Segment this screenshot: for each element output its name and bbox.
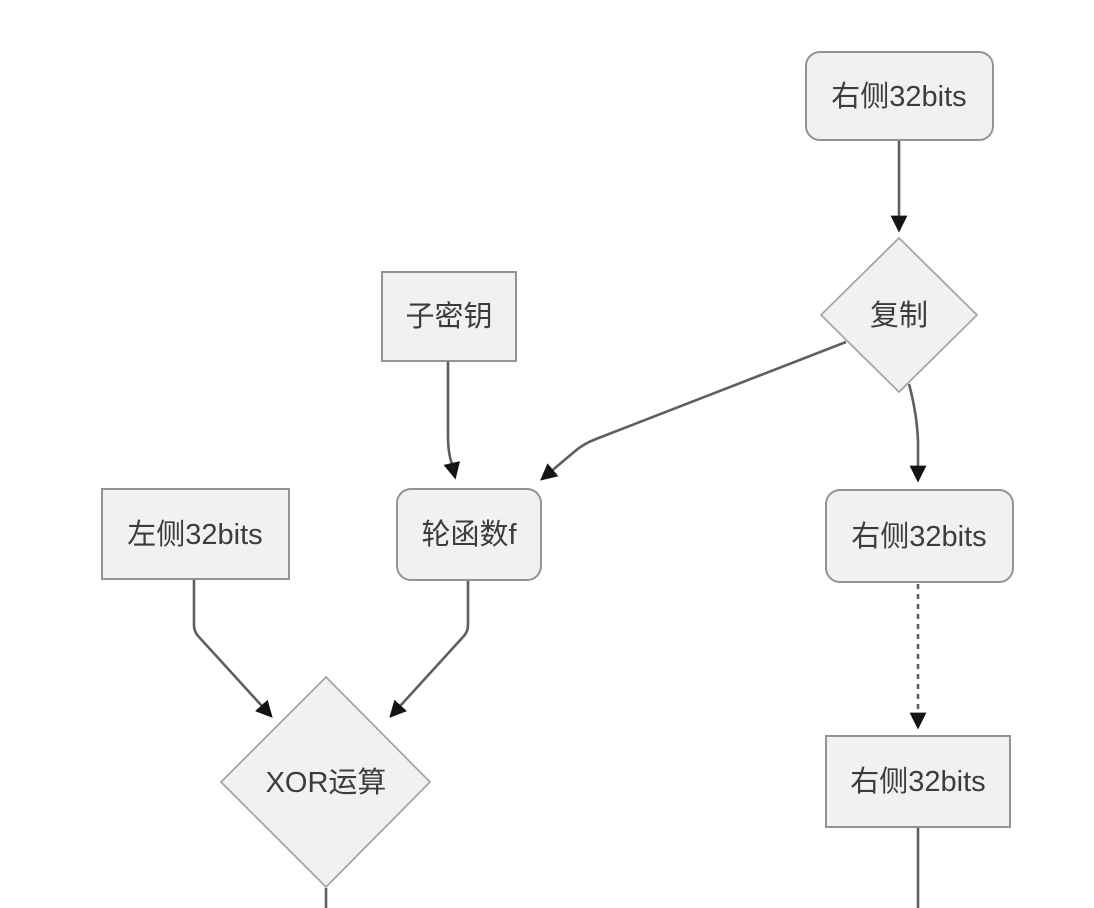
- node-subkey-shape: [381, 271, 517, 362]
- node-right32-top-label: 右侧32bits: [831, 80, 966, 113]
- edge-subkey-to-roundfunction: [443, 361, 461, 480]
- node-copy-diamond: 复制: [819, 236, 979, 394]
- edge-layer: [192, 141, 927, 908]
- node-copy-shape: [819, 236, 979, 394]
- node-right32-bottom: 右侧32bits: [825, 735, 1011, 828]
- node-round-function-label: 轮函数f: [421, 518, 517, 551]
- node-right32-bottom-label: 右侧32bits: [850, 765, 985, 798]
- edge-roundfunction-to-xor: [389, 581, 470, 718]
- node-right32-mid-label: 右侧32bits: [851, 520, 986, 553]
- node-round-function-shape: [396, 488, 542, 581]
- node-subkey-label: 子密钥: [405, 300, 492, 333]
- node-left32-shape: [101, 488, 290, 580]
- node-copy-label: 复制: [870, 299, 928, 332]
- node-round-function: 轮函数f: [396, 488, 542, 581]
- node-right32-bottom-shape: [825, 735, 1011, 828]
- node-right32-top: 右侧32bits: [805, 51, 994, 141]
- edge-copy-to-roundfunction: [540, 340, 847, 481]
- node-right32-mid: 右侧32bits: [825, 489, 1014, 583]
- edge-left32-to-xor: [192, 580, 273, 718]
- edge-copy-to-right32mid: [907, 383, 927, 483]
- node-xor-shape: [219, 675, 432, 889]
- node-subkey: 子密钥: [381, 271, 517, 362]
- node-right32-mid-shape: [825, 489, 1014, 583]
- node-xor-diamond: XOR运算: [219, 675, 432, 889]
- node-xor-label: XOR运算: [266, 766, 387, 799]
- node-left32-label: 左侧32bits: [127, 518, 262, 551]
- node-left32: 左侧32bits: [101, 488, 290, 580]
- node-right32-top-shape: [805, 51, 994, 141]
